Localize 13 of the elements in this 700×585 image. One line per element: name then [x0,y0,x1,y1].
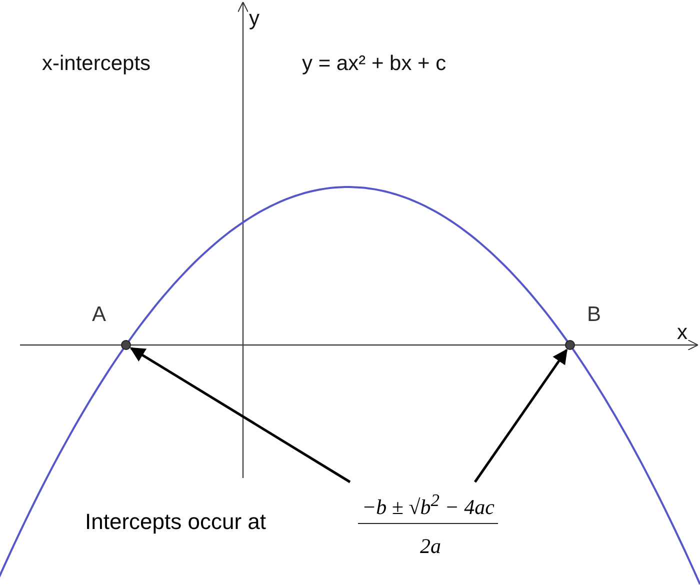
formula-numerator: −b ± √b$^{2}$ − 4ac [358,490,498,524]
intercept-point [565,340,575,350]
title-text: x-intercepts [42,53,151,74]
equation-text: y = ax² + bx + c [302,53,446,74]
arrow [130,347,351,484]
axis-label: y [249,8,260,29]
axis-label: x [677,322,688,343]
intercept-point [121,340,131,350]
formula-denominator: 2a [420,534,441,559]
caption-text: Intercepts occur at [85,509,266,535]
arrow [474,348,568,483]
point-label: B [587,304,602,325]
point-label: A [92,304,106,325]
